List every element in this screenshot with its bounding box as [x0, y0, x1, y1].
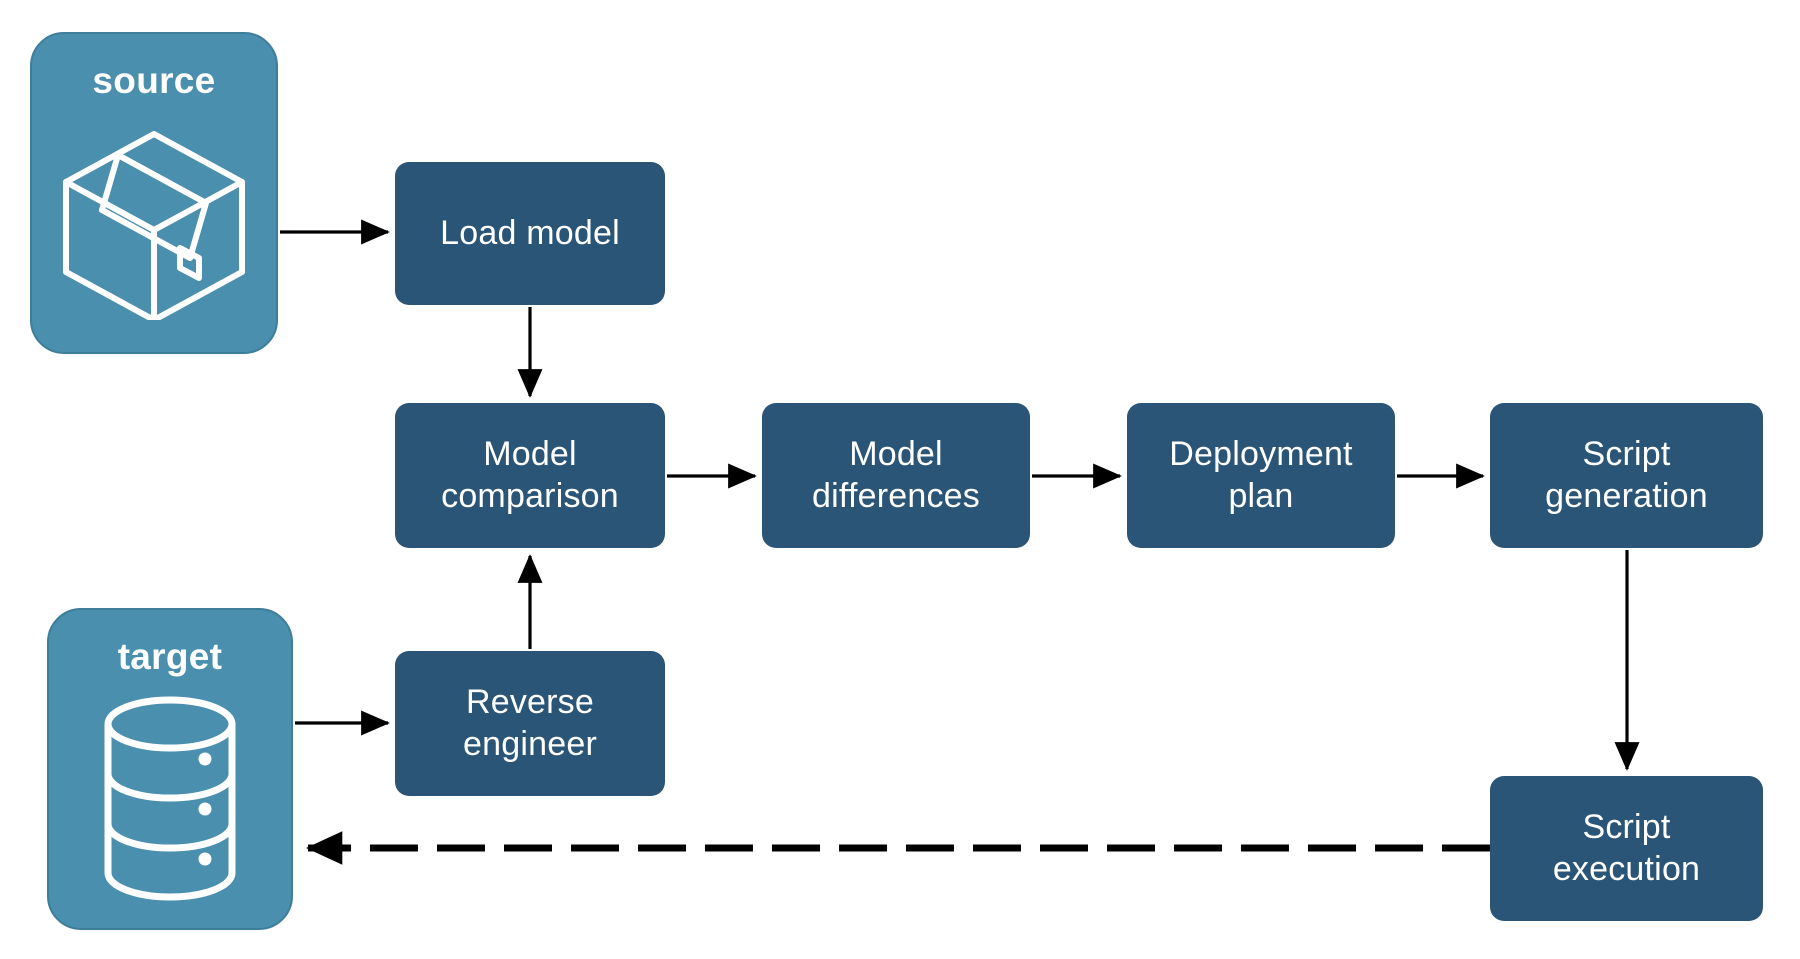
endpoint-target[interactable]: target	[47, 608, 293, 930]
process-script-execution-label: Script execution	[1552, 808, 1701, 888]
endpoint-target-label: target	[117, 636, 223, 677]
process-reverse-engineer[interactable]: Reverse engineer	[395, 651, 665, 796]
process-model-differences-label: Model differences	[812, 435, 980, 515]
process-model-comparison-label: Model comparison	[441, 435, 619, 515]
process-script-generation[interactable]: Script generation	[1490, 403, 1763, 548]
process-script-execution[interactable]: Script execution	[1490, 776, 1763, 921]
process-deployment-plan[interactable]: Deployment plan	[1127, 403, 1395, 548]
process-model-comparison[interactable]: Model comparison	[395, 403, 665, 548]
process-load-model[interactable]: Load model	[395, 162, 665, 305]
package-box-icon	[56, 120, 252, 325]
process-model-differences[interactable]: Model differences	[762, 403, 1030, 548]
process-deployment-plan-label: Deployment plan	[1169, 435, 1353, 515]
endpoint-source-label: source	[92, 60, 216, 101]
process-reverse-engineer-label: Reverse engineer	[463, 683, 597, 763]
process-script-generation-label: Script generation	[1545, 435, 1708, 515]
endpoint-source[interactable]: source	[30, 32, 278, 354]
database-cylinder-icon	[95, 696, 245, 906]
process-load-model-label: Load model	[440, 213, 620, 252]
